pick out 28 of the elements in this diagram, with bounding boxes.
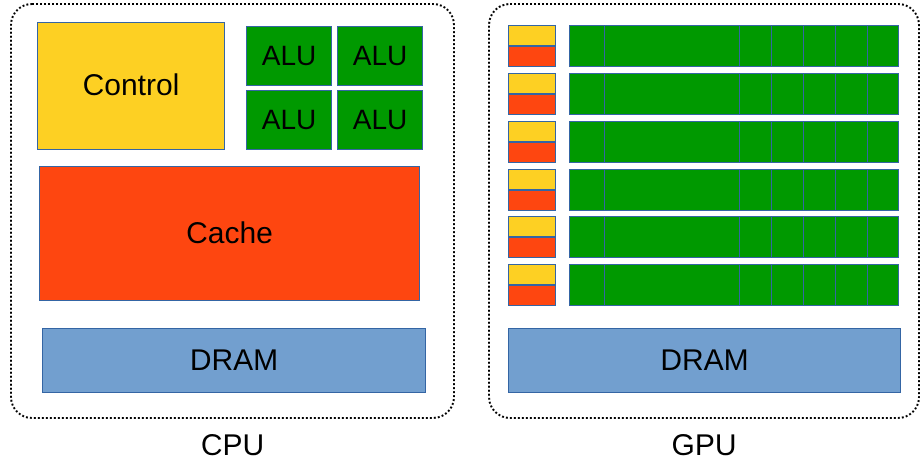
alu-row [569,121,899,163]
cache-block: Cache [39,166,420,301]
alu-row [569,264,899,306]
unit-box [508,216,556,237]
dram-block: DRAM [508,328,901,393]
alu-unit: ALU [337,90,423,150]
unit-box [508,169,556,190]
alu-row [569,169,899,211]
unit-box [508,285,556,306]
alu-row [569,73,899,115]
unit-box [508,142,556,163]
dram-block: DRAM [42,328,426,393]
unit-box [508,121,556,142]
unit-box [508,46,556,67]
unit-box [508,264,556,285]
alu-unit: ALU [246,90,332,150]
alu-row [569,216,899,258]
control-unit: Control [37,22,225,150]
alu-unit: ALU [337,26,423,86]
unit-box [508,94,556,115]
unit-box [508,25,556,46]
unit-box [508,190,556,211]
alu-unit: ALU [246,26,332,86]
unit-box [508,237,556,258]
unit-box [508,73,556,94]
alu-row [569,25,899,67]
panel-title: CPU [200,429,266,463]
panel-title: GPU [670,429,738,463]
